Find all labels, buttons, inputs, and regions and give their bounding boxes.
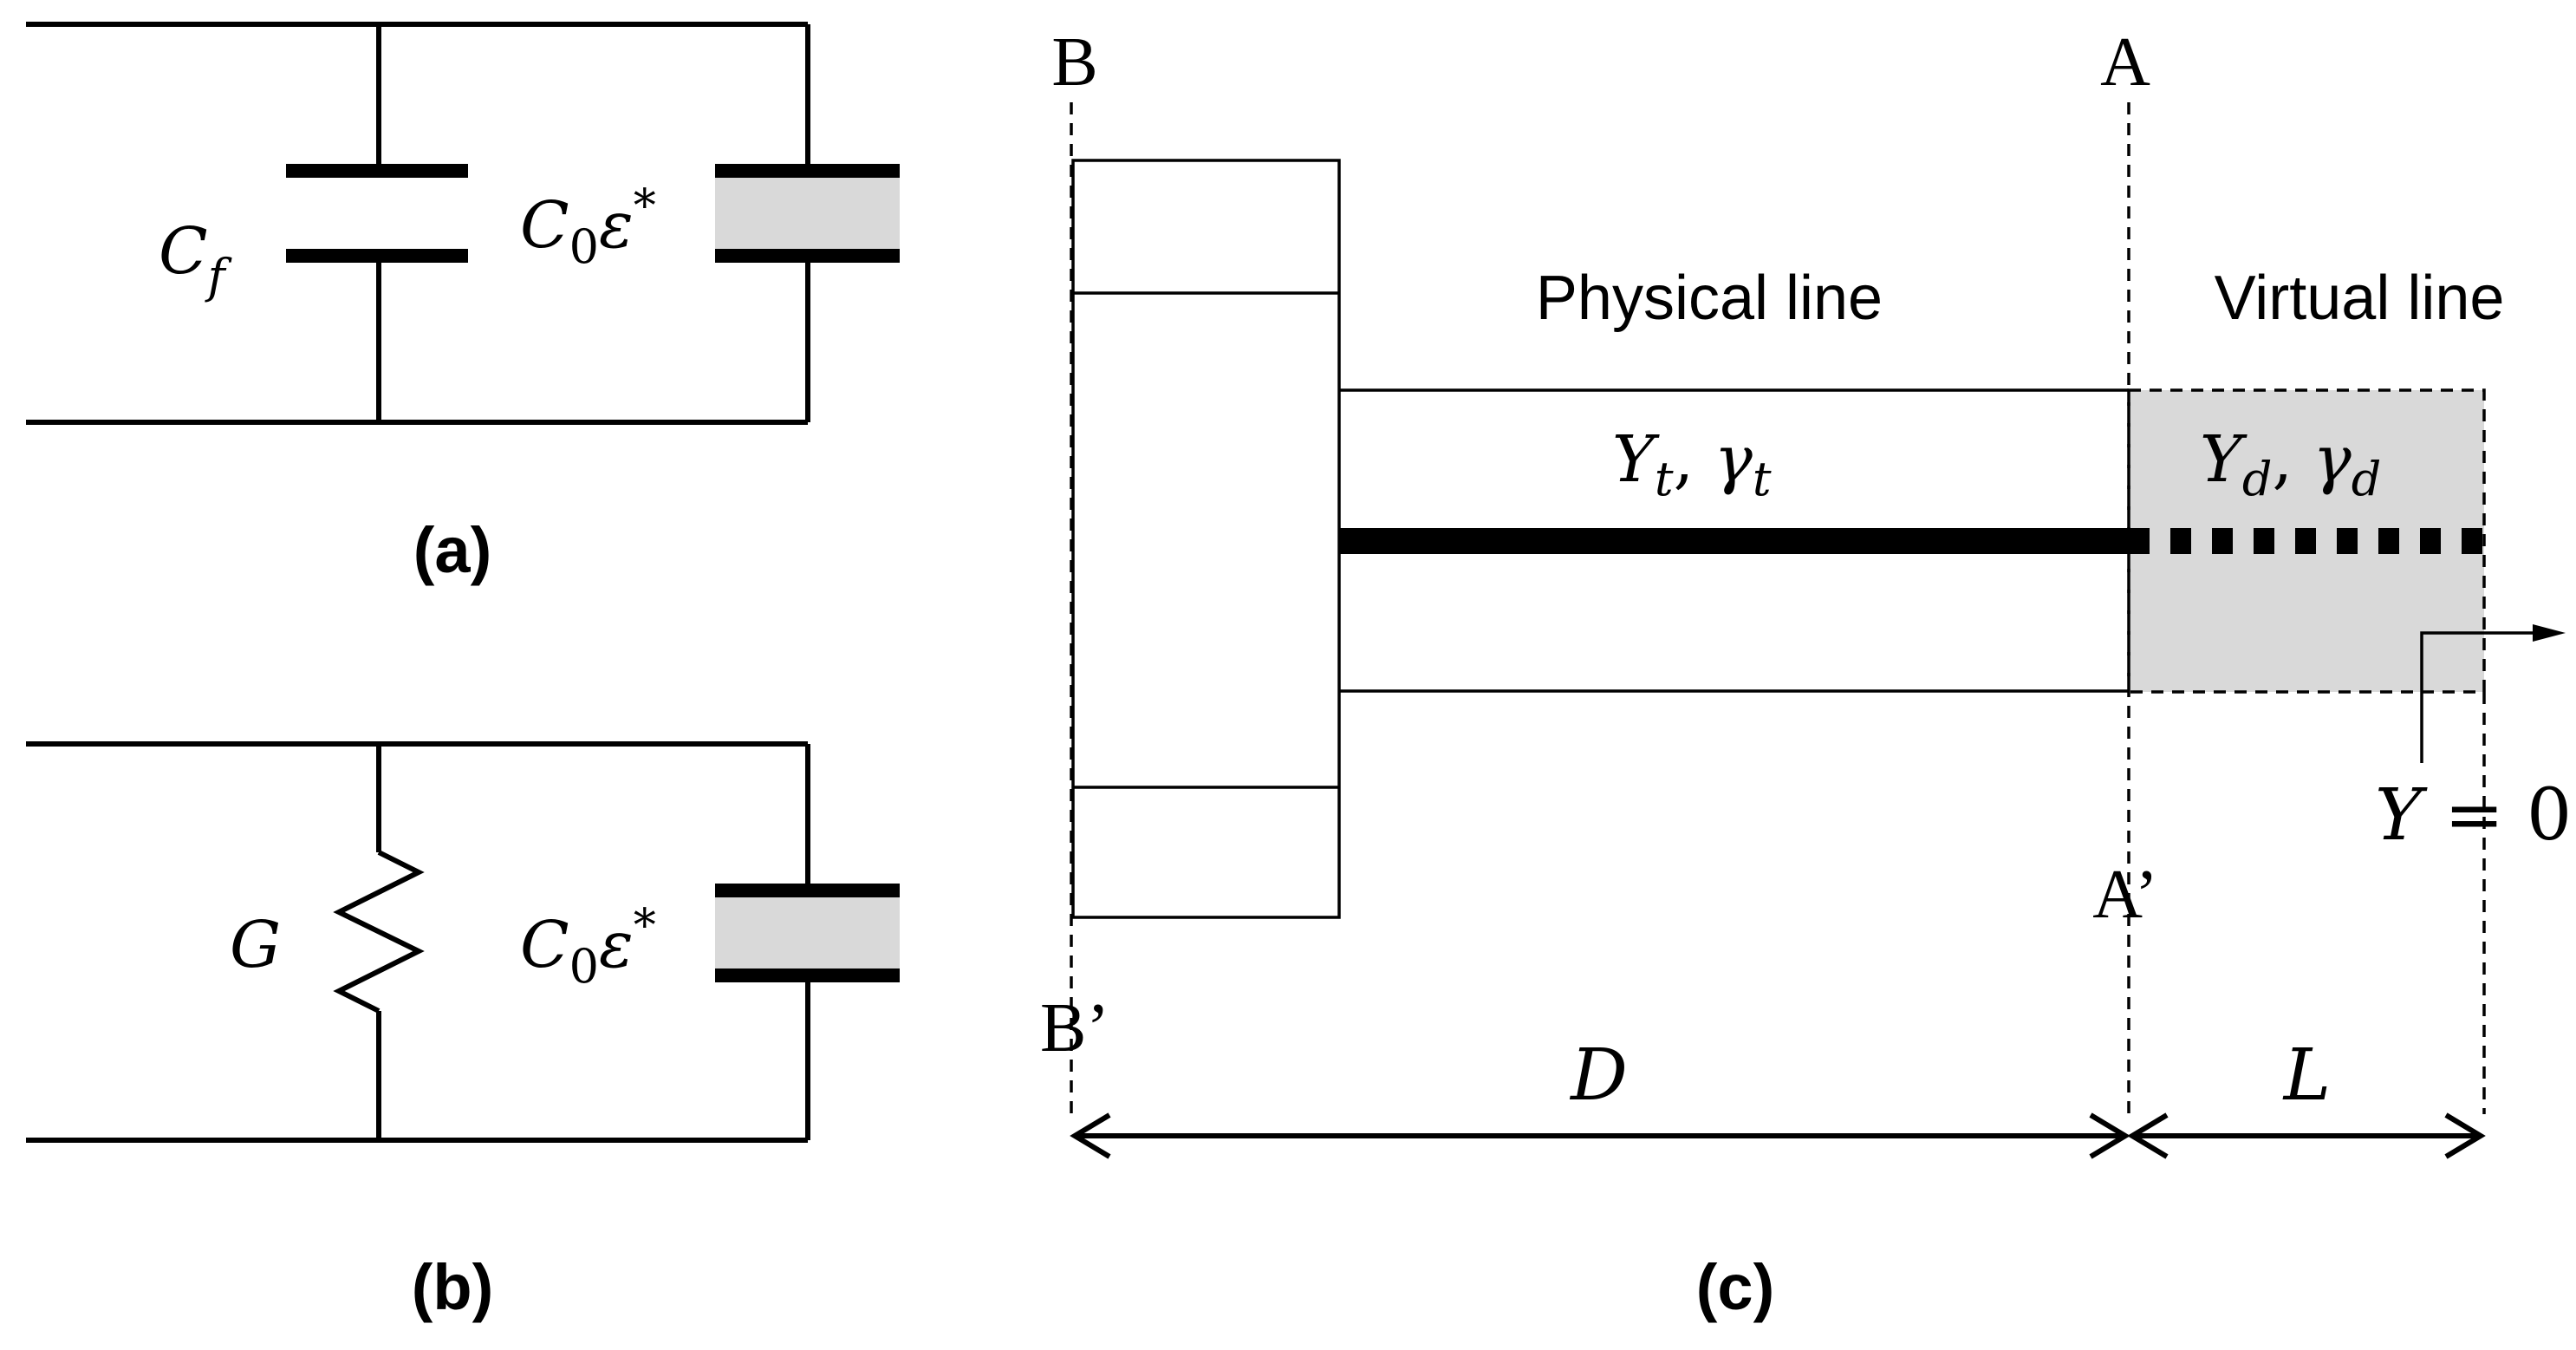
panel-b-c0-label: C0ε* <box>520 900 656 994</box>
virtual-line-params: Yd, γd <box>2200 422 2381 506</box>
panel-c-caption: (c) <box>1696 1251 1774 1323</box>
virtual-line-title: Virtual line <box>2215 264 2505 333</box>
panel-b-dielectric <box>715 897 900 968</box>
panel-b-g-label: G <box>230 908 281 982</box>
connector-body <box>1071 159 1341 919</box>
panel-b-resistor <box>333 850 425 1014</box>
dimension-l-right-arrowhead <box>2444 1112 2486 1159</box>
plane-a-top-label: A <box>2100 24 2150 101</box>
plane-a-bottom-label: A’ <box>2092 857 2158 933</box>
panel-a-caption: (a) <box>413 514 491 586</box>
physical-line-params: Yt, γt <box>1612 422 1772 506</box>
physical-line-title: Physical line <box>1536 264 1883 333</box>
termination-arrowhead <box>2533 624 2566 642</box>
panel-a: Cf C0ε* (a) <box>26 22 900 586</box>
virtual-line-boundary <box>2127 388 2486 694</box>
panel-a-dielectric <box>715 178 900 249</box>
panel-b-caption: (b) <box>412 1251 494 1323</box>
panel-c: B B’ A A’ Physical line Virtual line Yt,… <box>1040 24 2572 1323</box>
panel-a-c0-label: C0ε* <box>520 180 656 274</box>
plane-b-top-label: B <box>1051 24 1097 101</box>
plane-b-bottom-label: B’ <box>1040 990 1109 1066</box>
dimension-d-left-arrowhead <box>1070 1112 1111 1159</box>
dimension-d-right-arrowhead <box>2089 1112 2130 1159</box>
termination-pointer <box>2420 631 2538 763</box>
dimension-l-left-arrowhead <box>2127 1112 2169 1159</box>
dimension-l-label: L <box>2282 1034 2331 1117</box>
dimension-d-label: D <box>1569 1034 1628 1117</box>
panel-b: G C0ε* (b) <box>26 741 900 1323</box>
termination-label: Y = 0 <box>2375 774 2572 857</box>
panel-a-cf-label: Cf <box>159 214 232 303</box>
